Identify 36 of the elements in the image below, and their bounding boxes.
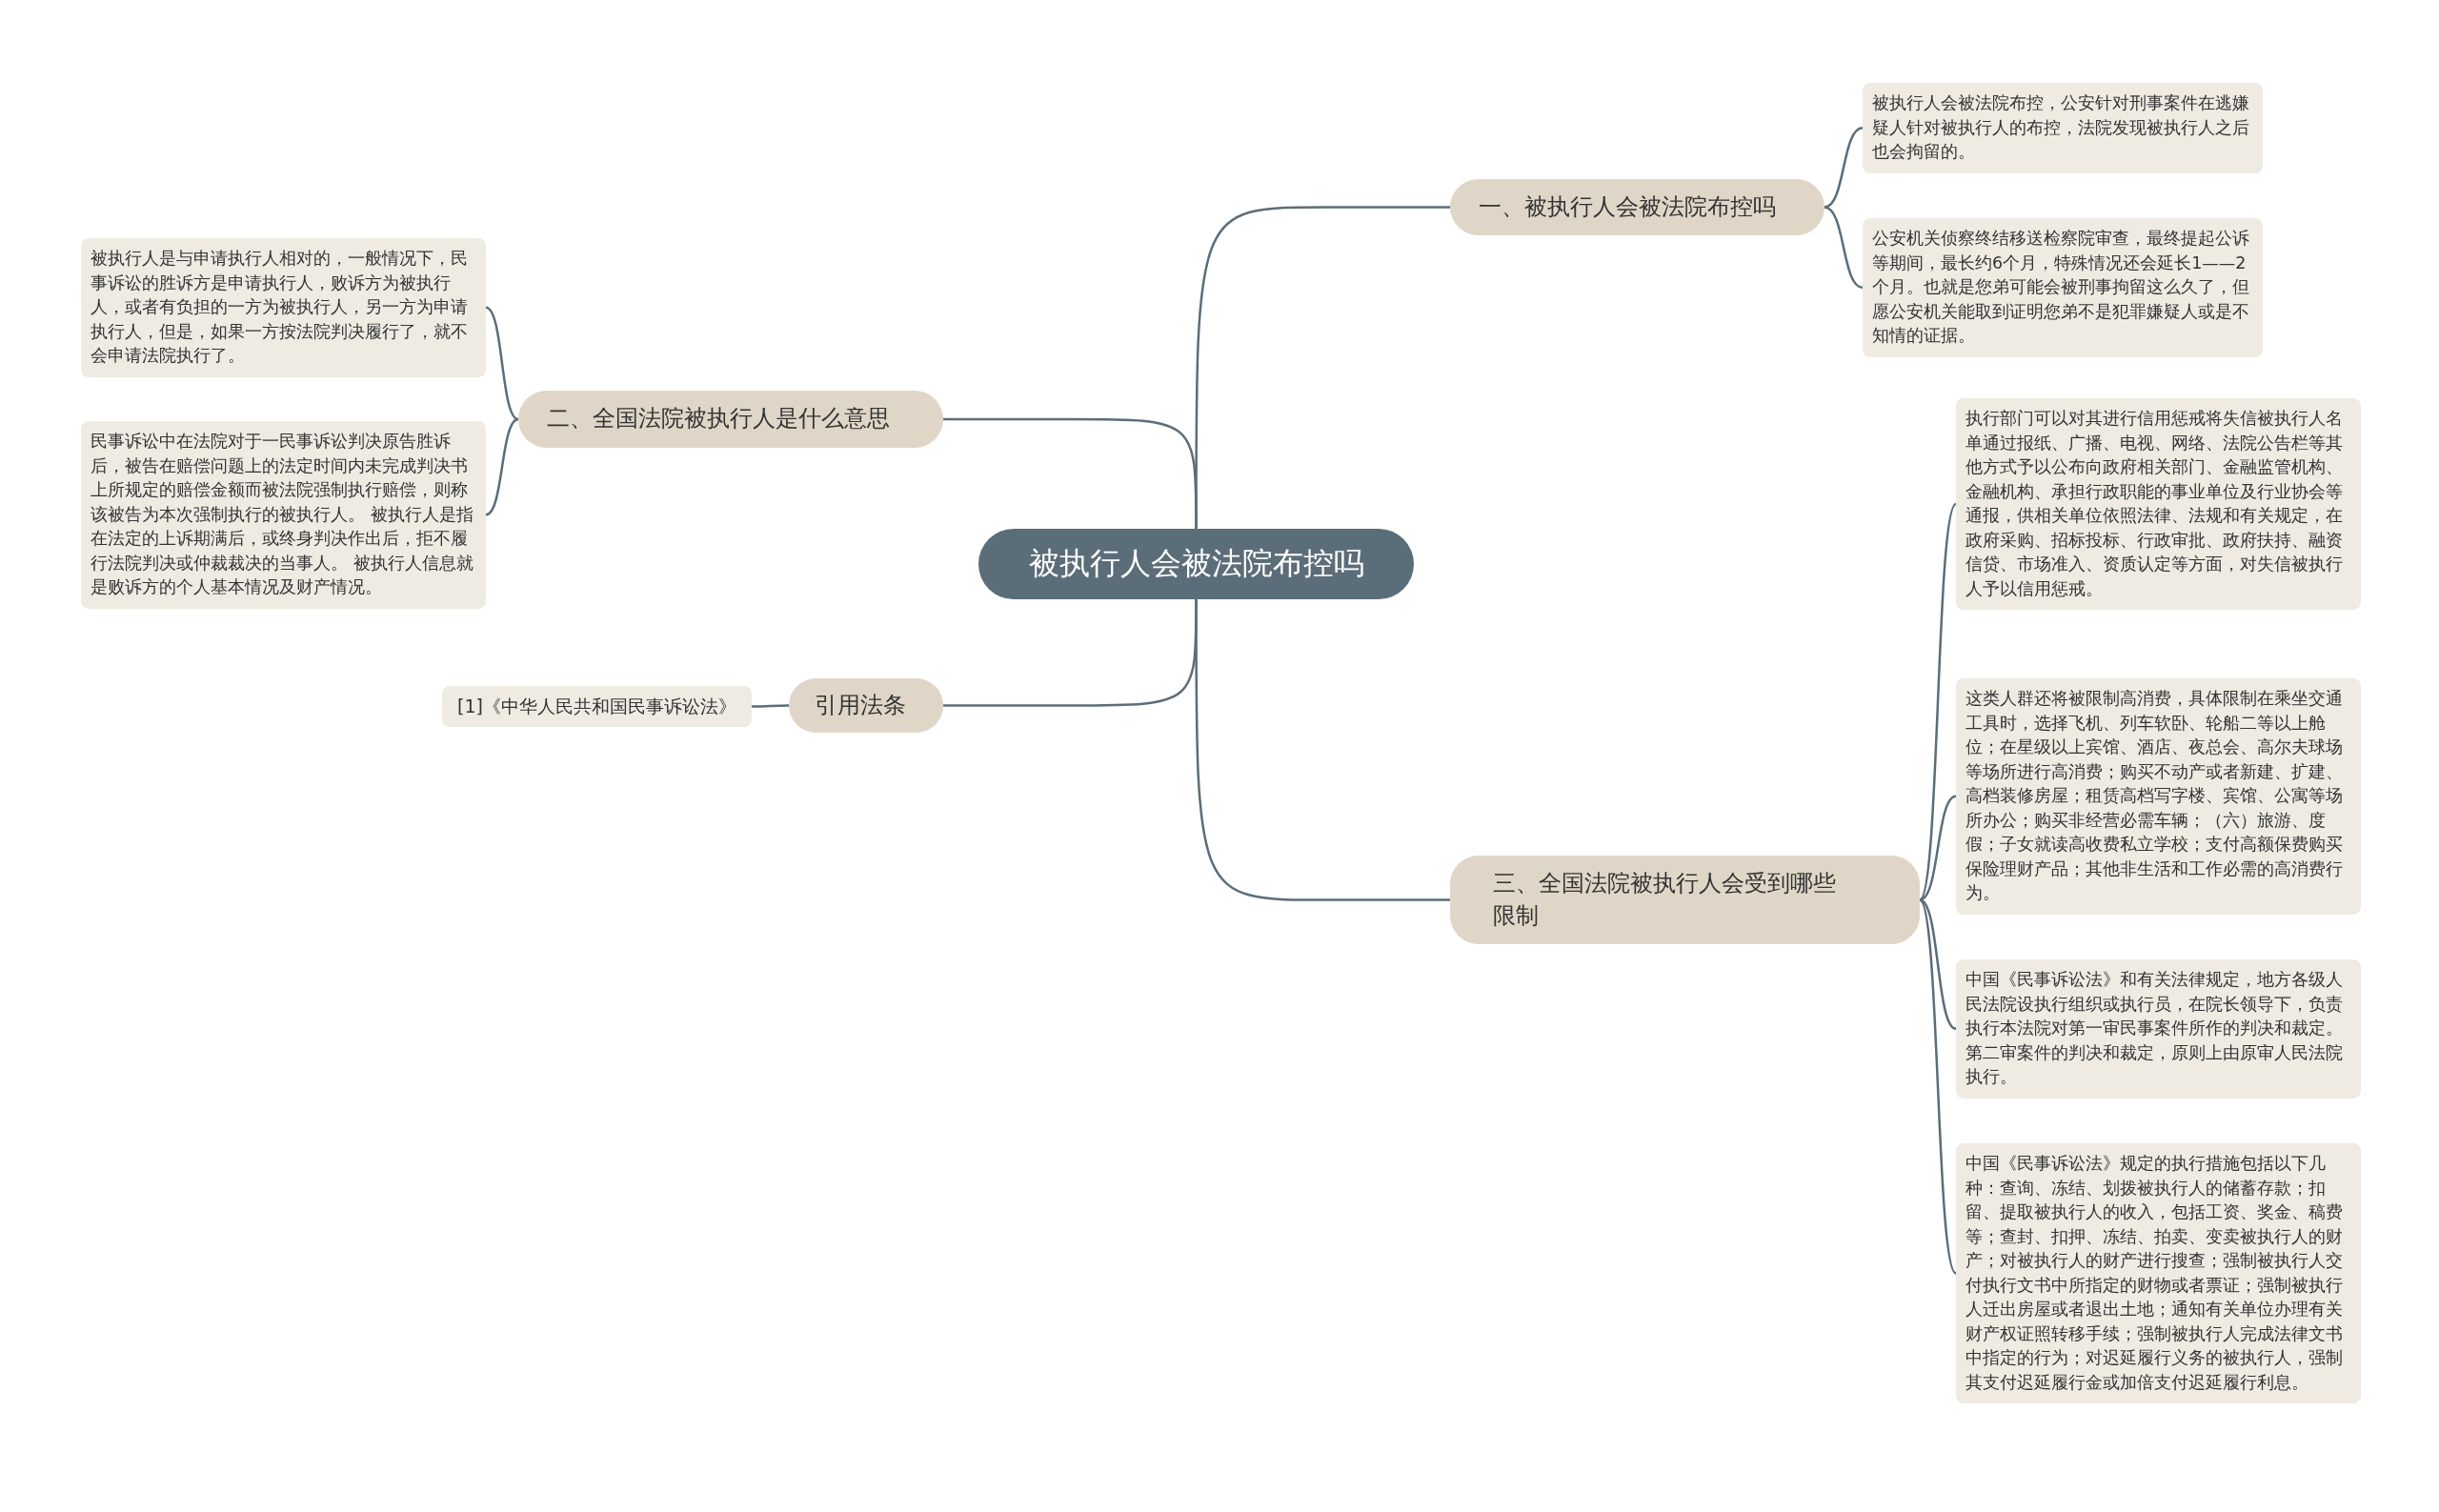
note-text: 中国《民事诉讼法》规定的执行措施包括以下几种：查询、冻结、划拨被执行人的储蓄存款；扣留、提取被执行人的收入，包括工资、奖金、稿费等；查封、扣押、冻结、拍卖、变卖被执行人的财产；对被执行人的财产进行搜查；强制被执行人交付执行文书中所指定的财物或者票证；强制被执行人迁出房屋或者退出土地；通知有关单位办理有关财产权证照转移手续；强制被执行人完成法律文书中指定的行为；对迟延履行义务的被执行人，强制其支付迟延履行金或加倍支付迟延履行利息。 xyxy=(1965,1154,2343,1392)
connector-line xyxy=(1919,795,1957,901)
connector-line xyxy=(1918,503,1958,901)
note-card xyxy=(1863,218,2263,357)
note-text: [1]《中华人民共和国民事诉讼法》 xyxy=(457,694,736,718)
note-card xyxy=(1863,83,2263,173)
topic-box xyxy=(789,678,943,733)
connector-line xyxy=(485,417,519,516)
note-text: 民事诉讼中在法院对于一民事诉讼判决原告胜诉后，被告在赔偿问题上的法定时间内未完成判决书上所规定的赔偿金额而被法院强制执行赔偿，则称该被告为本次强制执行的被执行人。 被执行人是指在法定的上诉期满后，或终身判决作出后，拒不履行法院判决或仲裁裁决的当事人。 被执行人信息就是败诉方的个人基本情况及财产情况。 xyxy=(91,432,474,596)
connector-line xyxy=(1824,127,1864,209)
connector-line xyxy=(752,704,789,708)
topic-label: 被执行人会被法院布控吗 xyxy=(1028,544,1364,583)
connector-line xyxy=(1919,898,1957,1030)
connector-line xyxy=(943,417,1198,529)
note-card xyxy=(1956,678,2361,915)
topic-box xyxy=(1450,856,1920,944)
note-text: 被执行人会被法院布控，公安针对刑事案件在逃嫌疑人针对被执行人的布控，法院发现被执行人之后也会拘留的。 xyxy=(1872,93,2249,161)
note-card xyxy=(1956,398,2361,610)
connector-line xyxy=(485,306,519,421)
note-text: 公安机关侦察终结移送检察院审查，最终提起公诉等期间，最长约6个月，特殊情况还会延长1——2个月。也就是您弟可能会被刑事拘留这么久了，但愿公安机关能取到证明您弟不是犯罪嫌疑人或是不知情的证据。 xyxy=(1872,229,2249,345)
note-text: 被执行人是与申请执行人相对的，一般情况下，民事诉讼的胜诉方是申请执行人，败诉方为被执行人，或者有负担的一方为被执行人，另一方为申请执行人，但是，如果一方按法院判决履行了，就不会申请法院执行了。 xyxy=(91,249,468,365)
note-text: 执行部门可以对其进行信用惩戒将失信被执行人名单通过报纸、广播、电视、网络、法院公告栏等其他方式予以公布向政府相关部门、金融监管机构、金融机构、承担行政职能的事业单位及行业协会等通报，供相关单位依照法律、法规和有关规定，在政府采购、招标投标、行政审批、政府扶持、融资信贷、市场准入、资质认定等方面，对失信被执行人予以信用惩戒。 xyxy=(1965,409,2343,598)
connector-line xyxy=(1918,898,1958,1275)
topic-label: 引用法条 xyxy=(815,690,906,720)
connector-line xyxy=(1824,206,1864,289)
note-text: 中国《民事诉讼法》和有关法律规定，地方各级人民法院设执行组织或执行员，在院长领导下，负责执行本法院对第一审民事案件所作的判决和裁定。第二审案件的判决和裁定，原则上由原审人民法院执行。 xyxy=(1965,970,2343,1086)
citation-card xyxy=(442,686,752,727)
note-text: 这类人群还将被限制高消费，具体限制在乘坐交通工具时，选择飞机、列车软卧、轮船二等以上舱位；在星级以上宾馆、酒店、夜总会、高尔夫球场等场所进行高消费；购买不动产或者新建、扩建、高档装修房屋；租赁高档写字楼、宾馆、公寓等场所办公；购买非经营必需车辆；（六）旅游、度假；子女就读高收费私立学校；支付高额保费购买保险理财产品；其他非生活和工作必需的高消费行为。 xyxy=(1965,689,2343,902)
topic-label: 三、全国法院被执行人会受到哪些限制 xyxy=(1493,868,1837,931)
note-card xyxy=(1956,959,2361,1099)
connector-line xyxy=(1195,599,1450,901)
topic-box xyxy=(518,391,943,448)
topic-label: 二、全国法院被执行人是什么意思 xyxy=(547,404,890,434)
note-card xyxy=(81,421,486,609)
note-card xyxy=(81,238,486,377)
topic-label: 一、被执行人会被法院布控吗 xyxy=(1479,192,1776,222)
